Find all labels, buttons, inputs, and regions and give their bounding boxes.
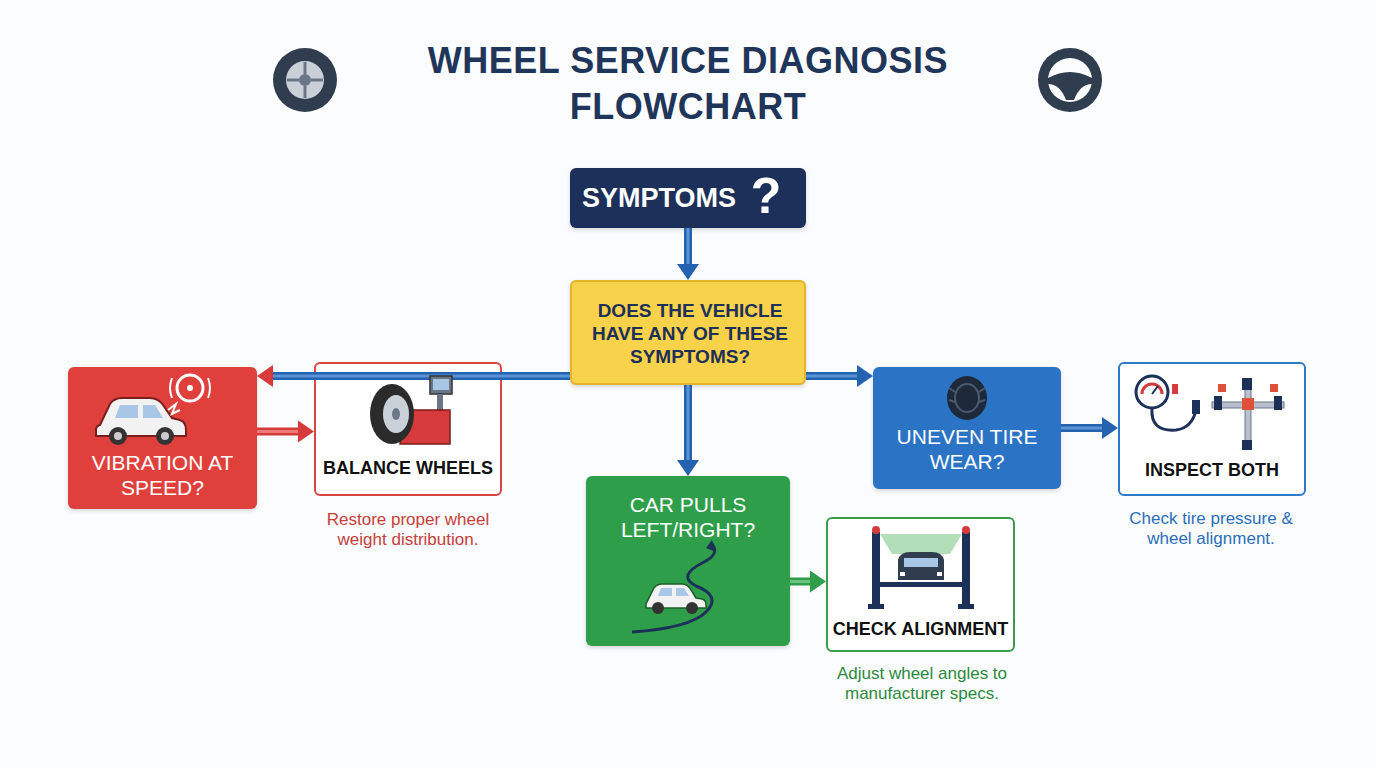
- arrow-line-inner: [806, 375, 859, 378]
- action-heading: BALANCE WHEELS: [318, 454, 498, 484]
- arrow-line: [684, 385, 692, 462]
- action-box: CHECK ALIGNMENTAdjust wheel angles to ma…: [826, 517, 1015, 652]
- symptom-text: VIBRATION AT SPEED?: [73, 445, 252, 505]
- arrow-line-inner: [1061, 427, 1104, 430]
- steering-wheel-icon: [1038, 48, 1102, 112]
- symptom-box: VIBRATION AT SPEED?: [68, 367, 257, 509]
- action-box: BALANCE WHEELSRestore proper wheel weigh…: [314, 362, 502, 496]
- action-description: Restore proper wheel weight distribution…: [308, 506, 508, 554]
- arrow-head: [298, 421, 314, 443]
- decision-text: DOES THE VEHICLE HAVE ANY OF THESE SYMPT…: [578, 282, 802, 387]
- tire-icon: [947, 376, 987, 420]
- diagram-title: WHEEL SERVICE DIAGNOSIS FLOWCHART: [388, 38, 988, 130]
- alignment-cross-icon: [1212, 378, 1284, 450]
- arrow-line-inner: [687, 228, 690, 266]
- flow-arrow: [677, 385, 699, 476]
- arrow-line: [1061, 424, 1104, 432]
- arrow-line-inner: [257, 430, 300, 433]
- action-box: INSPECT BOTHCheck tire pressure & wheel …: [1118, 362, 1306, 496]
- pulling-car-icon: [632, 540, 716, 632]
- arrow-head: [1102, 417, 1118, 439]
- symptom-box: CAR PULLS LEFT/RIGHT?: [586, 476, 790, 646]
- symptom-text: CAR PULLS LEFT/RIGHT?: [592, 486, 784, 548]
- arrow-head: [677, 264, 699, 280]
- alignment-lift-icon: [868, 526, 974, 609]
- arrow-line: [271, 372, 570, 380]
- flow-arrow: [790, 571, 826, 593]
- action-description: Check tire pressure & wheel alignment.: [1116, 504, 1306, 554]
- flow-arrow: [677, 228, 699, 280]
- vibrating-car-icon: [96, 375, 210, 445]
- box-heading: SYMPTOMS: [574, 168, 744, 228]
- arrow-head: [810, 571, 826, 593]
- arrow-head: [857, 365, 873, 387]
- tire-icon: [273, 48, 337, 112]
- arrow-line: [257, 428, 300, 436]
- symptom-text: UNEVEN TIRE WEAR?: [883, 419, 1051, 479]
- action-heading: INSPECT BOTH: [1122, 456, 1302, 486]
- arrow-head: [677, 460, 699, 476]
- arrow-line: [806, 372, 859, 380]
- arrow-line-inner: [271, 375, 570, 378]
- question-mark: ?: [736, 165, 796, 227]
- arrow-line-inner: [687, 385, 690, 462]
- arrow-head: [257, 365, 273, 387]
- arrow-line-inner: [790, 580, 812, 583]
- start-box: SYMPTOMS?: [570, 168, 806, 228]
- flow-arrow: [257, 365, 570, 387]
- flow-arrow: [806, 365, 873, 387]
- arrow-line: [684, 228, 692, 266]
- arrow-line: [790, 578, 812, 586]
- flow-arrow: [257, 421, 314, 443]
- action-heading: CHECK ALIGNMENT: [830, 615, 1011, 645]
- decision-box: DOES THE VEHICLE HAVE ANY OF THESE SYMPT…: [570, 280, 806, 385]
- wheel-balancer-icon: [370, 376, 452, 444]
- flow-arrow: [1061, 417, 1118, 439]
- action-description: Adjust wheel angles to manufacturer spec…: [832, 659, 1012, 709]
- pressure-gauge-icon: [1136, 376, 1200, 430]
- symptom-box: UNEVEN TIRE WEAR?: [873, 367, 1061, 489]
